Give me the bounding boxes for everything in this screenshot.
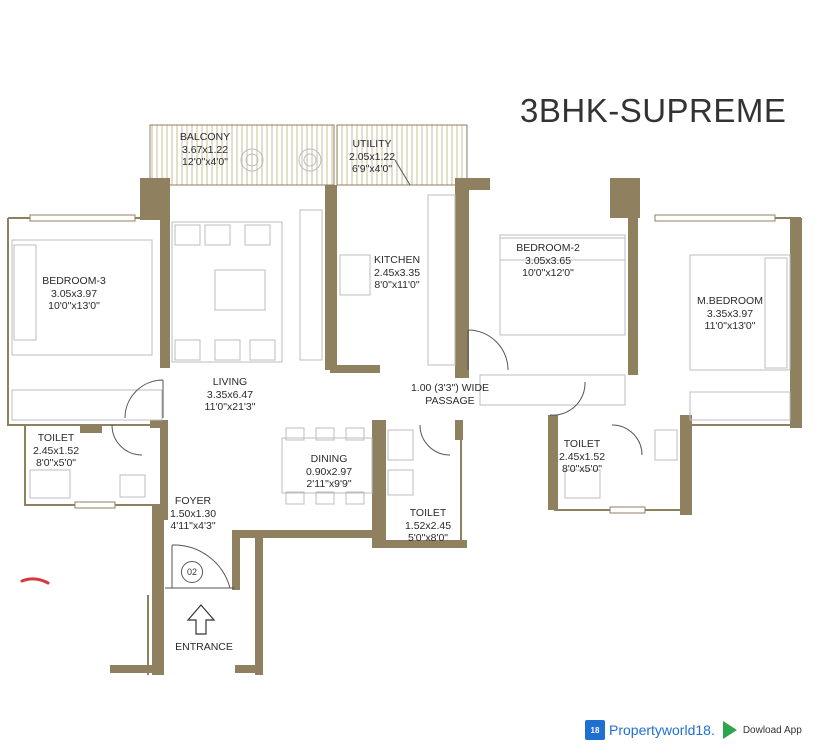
- play-store-icon: [722, 721, 737, 739]
- windows: [29, 214, 776, 514]
- entrance-arrow-icon: [186, 604, 216, 635]
- plan-title: 3BHK-SUPREME: [520, 92, 787, 129]
- red-mark: [20, 577, 50, 585]
- watermark[interactable]: 18 Propertyworld18. Dowload App: [585, 718, 802, 742]
- door-number-badge: 02: [181, 561, 203, 583]
- utility-floor: [336, 124, 468, 186]
- structural-walls: [80, 178, 802, 675]
- door-swings: [111, 159, 643, 589]
- furniture: [11, 148, 791, 505]
- entrance-label: ENTRANCE: [175, 641, 233, 653]
- brand-name: Propertyworld18.: [609, 722, 715, 738]
- brand-logo-icon: 18: [585, 720, 605, 740]
- download-app-link[interactable]: Dowload App: [742, 724, 802, 736]
